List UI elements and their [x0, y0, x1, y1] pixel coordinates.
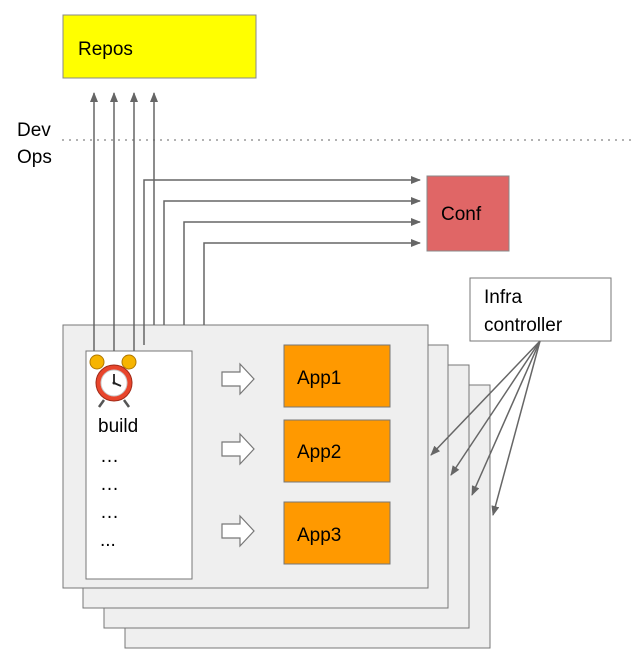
- app1-node: App1: [283, 344, 391, 408]
- block-arrow-icon: [221, 514, 255, 548]
- infra-arrow: [491, 340, 541, 516]
- infra-controller-node: Infra controller: [469, 277, 612, 342]
- ops-label: Ops: [17, 147, 52, 168]
- repos-node: Repos: [62, 14, 257, 79]
- app3-label: App3: [297, 525, 341, 546]
- repos-label: Repos: [78, 39, 133, 60]
- conf-arrow: [163, 197, 421, 325]
- build-item: ...: [100, 530, 116, 551]
- build-item: …: [100, 474, 119, 495]
- build-label: build: [98, 416, 138, 437]
- build-item: …: [100, 446, 119, 467]
- build-panel: build … … … ...: [85, 350, 193, 580]
- build-item: …: [100, 502, 119, 523]
- app1-label: App1: [297, 368, 341, 389]
- app3-node: App3: [283, 501, 391, 565]
- conf-arrow: [183, 218, 421, 325]
- infra-arrow: [450, 340, 541, 476]
- infra-arrow: [471, 340, 541, 496]
- infra-label-line1: Infra: [484, 287, 522, 308]
- app2-label: App2: [297, 442, 341, 463]
- conf-label: Conf: [441, 204, 482, 225]
- infra-arrows: [430, 340, 541, 516]
- conf-arrow: [203, 239, 421, 325]
- dev-label: Dev: [17, 120, 51, 141]
- block-arrow-icon: [221, 432, 255, 466]
- conf-arrows: [143, 176, 421, 345]
- alarm-clock-icon: [89, 354, 137, 408]
- conf-node: Conf: [426, 175, 510, 252]
- infra-arrow: [430, 340, 541, 456]
- block-arrow-icon: [221, 362, 255, 396]
- app2-node: App2: [283, 419, 391, 483]
- repos-arrows: [90, 92, 158, 351]
- infra-label-line2: controller: [484, 315, 563, 336]
- conf-arrow: [143, 176, 421, 345]
